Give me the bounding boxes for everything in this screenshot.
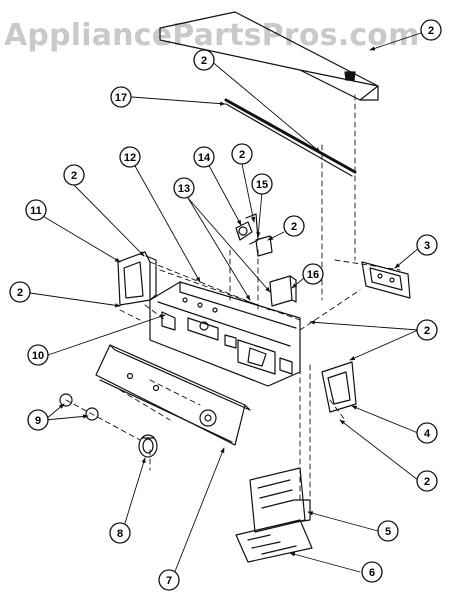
- callout-circle: 11: [25, 199, 47, 221]
- callout-label: 4: [424, 428, 431, 440]
- right-bracket-part-3: [361, 261, 411, 299]
- callout-circle: 2: [9, 281, 31, 303]
- callout-label: 2: [291, 221, 297, 233]
- callout-circle: 13: [173, 177, 195, 199]
- callout-circle: 2: [416, 319, 438, 341]
- callout-label: 5: [385, 526, 391, 538]
- callout-circle: 2: [193, 49, 215, 71]
- callout-label: 2: [424, 325, 430, 337]
- callout-label: 9: [35, 415, 41, 427]
- lower-bracket-part-6: [235, 519, 313, 563]
- callout-label: 2: [239, 149, 245, 161]
- leader-lines: [29, 32, 422, 580]
- callout-label: 16: [307, 269, 319, 281]
- module-part-16: [269, 275, 297, 307]
- callout-circle: 2: [420, 19, 442, 41]
- switch-part-15: [255, 235, 273, 257]
- control-housing-part-12: [149, 281, 301, 387]
- callout-label: 10: [32, 350, 44, 362]
- callout-circle: 14: [193, 146, 215, 168]
- switch-part-14: [235, 213, 259, 245]
- callout-label: 2: [428, 25, 434, 37]
- callout-label: 12: [124, 152, 136, 164]
- callout-circle: 9: [27, 409, 49, 431]
- rod-part-17: [224, 98, 357, 177]
- callout-label: 7: [166, 575, 172, 587]
- timer-knob-part-8: [138, 434, 158, 458]
- callout-circle: 2: [283, 215, 305, 237]
- callout-label: 17: [115, 92, 127, 104]
- callout-circle: 4: [416, 422, 438, 444]
- callout-circle: 3: [416, 234, 438, 256]
- callout-label: 2: [71, 170, 77, 182]
- callout-circle: 17: [110, 86, 132, 108]
- callout-label: 15: [256, 179, 268, 191]
- callout-label: 2: [424, 476, 430, 488]
- callout-circle: 5: [377, 520, 399, 542]
- harness-bracket-part-5: [249, 467, 311, 533]
- callout-circle: 2: [231, 143, 253, 165]
- callout-circle: 10: [27, 344, 49, 366]
- callout-circle: 2: [416, 470, 438, 492]
- callout-label: 11: [30, 205, 42, 217]
- callout-label: 3: [424, 240, 430, 252]
- callout-circle: 6: [361, 561, 383, 583]
- callout-circle: 15: [251, 173, 273, 195]
- callout-circle: 2: [63, 164, 85, 186]
- callout-circle: 16: [302, 263, 324, 285]
- knobs-part-9: [59, 393, 99, 421]
- callout-label: 8: [117, 528, 123, 540]
- callouts: 2 2 17 12 14 2 2 13 15 11 2 16 3 2 2 10 …: [9, 19, 442, 591]
- front-panel-part-7: [95, 344, 251, 446]
- callout-label: 6: [369, 567, 375, 579]
- callout-label: 14: [198, 152, 211, 164]
- callout-label: 13: [178, 183, 190, 195]
- top-cover-part: [159, 11, 379, 101]
- right-end-cap-part-4: [321, 361, 357, 413]
- callout-circle: 8: [109, 522, 131, 544]
- callout-label: 2: [17, 287, 23, 299]
- left-end-cap-part-11: [117, 251, 157, 306]
- callout-circle: 7: [158, 569, 180, 591]
- callout-circle: 12: [119, 146, 141, 168]
- callout-label: 2: [201, 55, 207, 67]
